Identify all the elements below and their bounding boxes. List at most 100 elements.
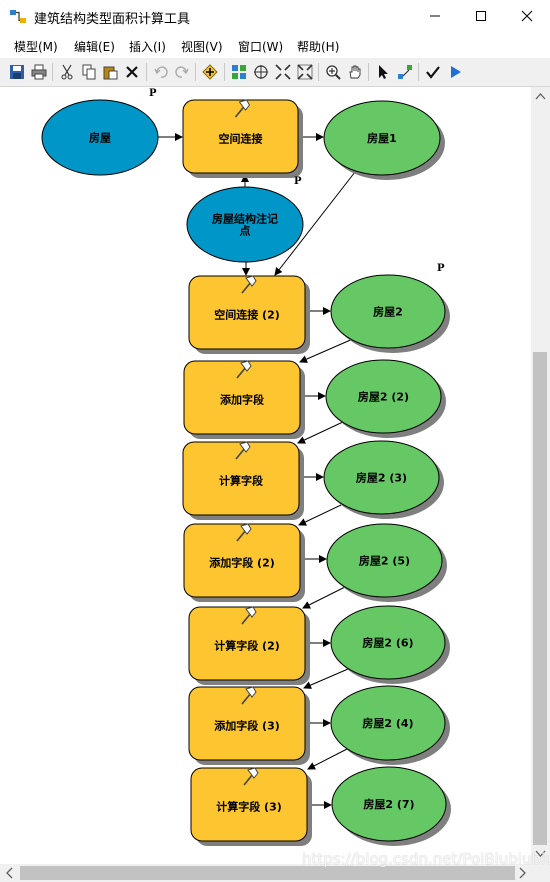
tool-box	[188, 606, 306, 681]
connector-arrow[interactable]	[297, 420, 346, 444]
tool-box	[182, 99, 299, 174]
node-label: 空间连接	[219, 132, 263, 146]
menu-insert[interactable]: 插入(I)	[129, 40, 166, 54]
toolbar-separator	[418, 63, 419, 81]
menu-help[interactable]: 帮助(H)	[297, 40, 340, 54]
fixed-zoom-out-icon[interactable]	[295, 62, 315, 82]
tool-box	[190, 767, 308, 842]
hammer-icon	[241, 275, 257, 294]
input-data-node[interactable]: 房屋	[41, 99, 159, 176]
hammer-icon	[236, 360, 252, 379]
hammer-icon	[236, 523, 252, 542]
data-ellipse	[330, 685, 446, 761]
minimize-button[interactable]	[412, 0, 458, 32]
menu-bar: 模型(M) 编辑(E) 插入(I) 视图(V) 窗口(W) 帮助(H)	[0, 35, 550, 57]
output-data-node[interactable]: 房屋2 (2)	[325, 359, 446, 438]
node-label: 房屋2 (6)	[362, 636, 413, 650]
tool-node[interactable]: 添加字段	[183, 360, 305, 439]
parameter-marker: P	[149, 88, 157, 99]
tool-node[interactable]: 计算字段	[182, 441, 304, 520]
validate-icon[interactable]	[423, 62, 443, 82]
horizontal-scroll-thumb[interactable]	[20, 866, 515, 880]
select-icon[interactable]	[373, 62, 393, 82]
toolbar-separator	[146, 63, 147, 81]
output-data-node[interactable]: 房屋1	[323, 100, 445, 180]
watermark: https://blog.csdn.net/PoiBiubiubiu	[302, 850, 550, 868]
hammer-icon	[241, 686, 257, 705]
run-icon[interactable]	[445, 62, 465, 82]
output-data-node[interactable]: 房屋2 (6)	[330, 605, 450, 684]
toolbar-separator	[52, 63, 53, 81]
toolbar-separator	[368, 63, 369, 81]
node-label: 房屋2 (4)	[362, 716, 413, 730]
connector-arrow[interactable]	[298, 504, 342, 526]
maximize-button[interactable]	[458, 0, 504, 32]
cut-icon[interactable]	[57, 62, 77, 82]
hammer-icon	[241, 606, 257, 625]
full-extent-icon[interactable]	[251, 62, 271, 82]
add-data-icon[interactable]	[200, 62, 220, 82]
connector-arrow[interactable]	[299, 337, 356, 363]
save-icon[interactable]	[7, 62, 27, 82]
menu-edit[interactable]: 编辑(E)	[74, 40, 115, 54]
node-label: 计算字段	[219, 474, 263, 488]
toolbar-separator	[195, 63, 196, 81]
node-label: 房屋1	[367, 131, 397, 145]
tool-node[interactable]: 空间连接 (2)	[188, 275, 310, 354]
output-data-node[interactable]: 房屋2 (4)	[330, 685, 450, 765]
tool-node[interactable]: 添加字段 (2)	[183, 523, 305, 602]
tool-node[interactable]: 添加字段 (3)	[188, 686, 310, 765]
node-label: 房屋	[89, 131, 111, 145]
toolbar	[0, 58, 550, 87]
output-data-node[interactable]: 房屋2	[330, 274, 450, 353]
parameter-marker: P	[437, 263, 445, 274]
hammer-icon	[235, 441, 251, 460]
node-label: 添加字段	[220, 393, 264, 407]
close-button[interactable]	[504, 0, 550, 32]
node-label: 房屋2	[373, 305, 403, 319]
tool-node[interactable]: 计算字段 (3)	[190, 767, 312, 846]
node-label: 房屋2 (3)	[356, 471, 407, 485]
model-canvas[interactable]: 房屋 空间连接 房屋1 房屋结构注记点空间连接 (2) 房屋2 添加字段 房屋2 (2) 计算…	[0, 87, 531, 864]
print-icon[interactable]	[29, 62, 49, 82]
fixed-zoom-in-icon[interactable]	[273, 62, 293, 82]
window-title: 建筑结构类型面积计算工具	[34, 12, 191, 27]
data-ellipse	[325, 359, 442, 434]
node-label: 计算字段 (3)	[216, 800, 282, 814]
data-ellipse	[323, 100, 441, 176]
model-builder-icon	[9, 8, 27, 26]
connector-arrow[interactable]	[274, 171, 356, 276]
node-label: 空间连接 (2)	[214, 308, 280, 322]
toolbar-separator	[318, 63, 319, 81]
connect-icon[interactable]	[395, 62, 415, 82]
auto-layout-icon[interactable]	[229, 62, 249, 82]
redo-icon[interactable]	[172, 62, 192, 82]
output-data-node[interactable]: 房屋2 (3)	[323, 440, 444, 519]
pan-icon[interactable]	[345, 62, 365, 82]
parameter-marker: P	[294, 176, 302, 187]
output-data-node[interactable]: 房屋2 (7)	[331, 766, 451, 846]
undo-icon[interactable]	[151, 62, 171, 82]
tool-box	[188, 686, 306, 761]
data-ellipse	[331, 766, 447, 842]
tool-node[interactable]: 空间连接	[182, 99, 303, 178]
menu-window[interactable]: 窗口(W)	[238, 40, 284, 54]
data-ellipse	[323, 440, 440, 515]
connector-arrow[interactable]	[302, 586, 346, 609]
zoom-in-icon[interactable]	[323, 62, 343, 82]
connector-arrow[interactable]	[303, 668, 349, 689]
copy-icon[interactable]	[79, 62, 99, 82]
data-ellipse	[330, 274, 446, 349]
node-label: 房屋2 (5)	[359, 554, 410, 568]
connector-arrow[interactable]	[307, 748, 348, 770]
tool-node[interactable]: 计算字段 (2)	[188, 606, 310, 685]
vertical-scroll-thumb[interactable]	[533, 352, 547, 845]
tool-box	[183, 360, 301, 435]
menu-model[interactable]: 模型(M)	[14, 40, 58, 54]
paste-icon[interactable]	[100, 62, 120, 82]
delete-icon[interactable]	[122, 62, 142, 82]
output-data-node[interactable]: 房屋2 (5)	[326, 523, 447, 602]
menu-view[interactable]: 视图(V)	[181, 40, 223, 54]
